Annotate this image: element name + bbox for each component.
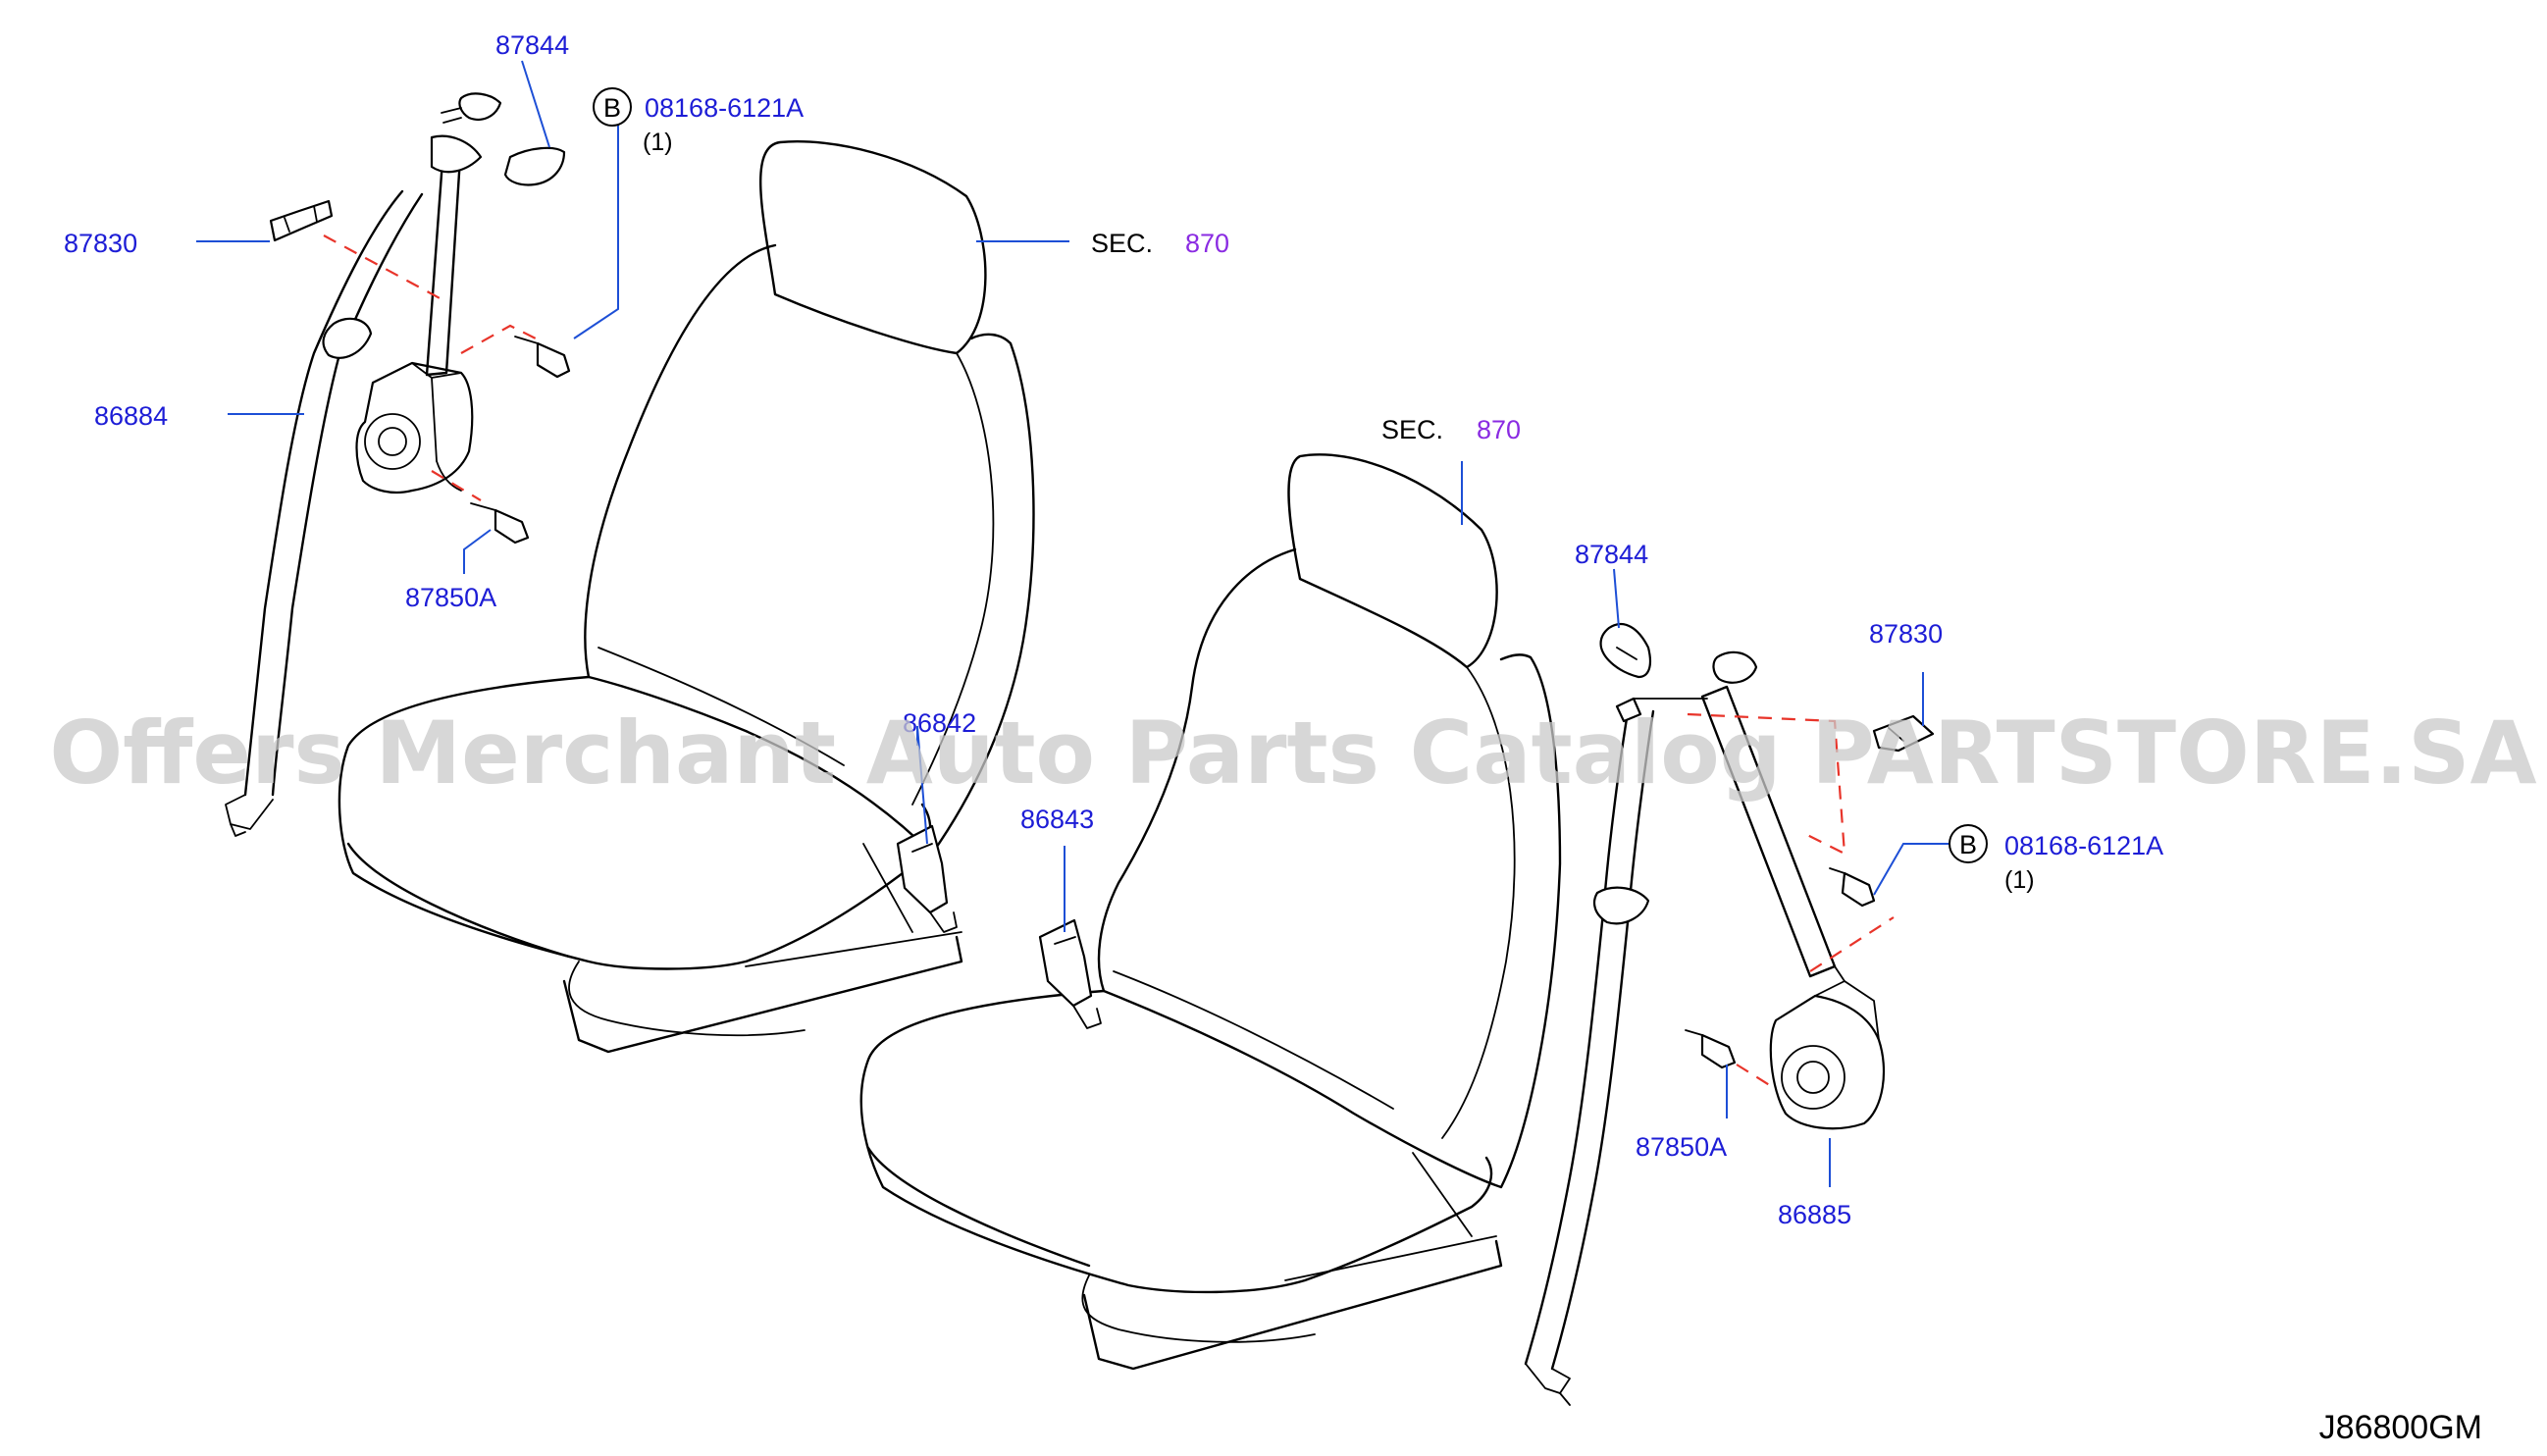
- right-seat-section-number[interactable]: 870: [1477, 415, 1521, 444]
- right-seat-section-prefix: SEC.: [1381, 415, 1443, 444]
- right-belt-part-number[interactable]: 86885: [1778, 1200, 1851, 1229]
- right-buckle-part-number[interactable]: 86843: [1020, 805, 1094, 834]
- leader-lines: [196, 60, 1952, 1187]
- left-part-labels: 87844 08168-6121A (1) 87830 86884 87850A…: [64, 30, 1229, 738]
- right-retractor-illustration: [1769, 965, 1886, 1130]
- left-anchor-bolt-part-number[interactable]: 87850A: [405, 583, 496, 612]
- left-buckle-part-number[interactable]: 86842: [903, 708, 976, 738]
- right-bracket-part-number[interactable]: 87830: [1869, 619, 1943, 649]
- left-retractor-illustration: [355, 361, 474, 494]
- left-cover-part-number[interactable]: 87844: [495, 30, 569, 60]
- left-cover-illustration: [441, 92, 566, 186]
- right-buckle-illustration: [1038, 918, 1102, 1029]
- right-cover-part-number[interactable]: 87844: [1575, 540, 1648, 569]
- right-anchor-bolt-part-number[interactable]: 87850A: [1636, 1132, 1727, 1162]
- left-bolt-quantity: (1): [643, 129, 673, 156]
- left-bolt-part-number[interactable]: 08168-6121A: [645, 93, 804, 123]
- left-dashed-lines: [323, 234, 539, 501]
- right-seat-illustration: [859, 453, 1562, 1371]
- right-part-labels: SEC. 870 87844 87830 86843 08168-6121A (…: [1020, 415, 2163, 1229]
- bolt-markers: B B: [593, 87, 1988, 863]
- bolt-marker-right: B: [1959, 830, 1977, 859]
- diagram-code: J86800GM: [2319, 1409, 2482, 1446]
- bolt-marker-left: B: [603, 93, 621, 123]
- left-buckle-illustration: [896, 824, 958, 933]
- left-seat-section-number[interactable]: 870: [1185, 229, 1229, 258]
- left-bolts-illustration: [470, 336, 571, 545]
- right-dashed-lines: [1687, 712, 1895, 1090]
- right-bracket-illustration: [1872, 714, 1935, 753]
- watermark-text: Offers Merchant Auto Parts Catalog PARTS…: [49, 702, 2536, 804]
- left-belt-webbing: [225, 134, 483, 837]
- left-bracket-part-number[interactable]: 87830: [64, 229, 137, 258]
- right-bolt-quantity: (1): [2004, 866, 2035, 894]
- right-bolts-illustration: [1685, 867, 1876, 1069]
- left-seat-section-prefix: SEC.: [1091, 229, 1153, 258]
- left-seat-illustration: [338, 140, 1035, 1054]
- right-cover-illustration: [1599, 622, 1652, 679]
- right-bolt-part-number[interactable]: 08168-6121A: [2004, 831, 2163, 860]
- left-belt-part-number[interactable]: 86884: [94, 401, 168, 431]
- left-bracket-illustration: [269, 199, 334, 242]
